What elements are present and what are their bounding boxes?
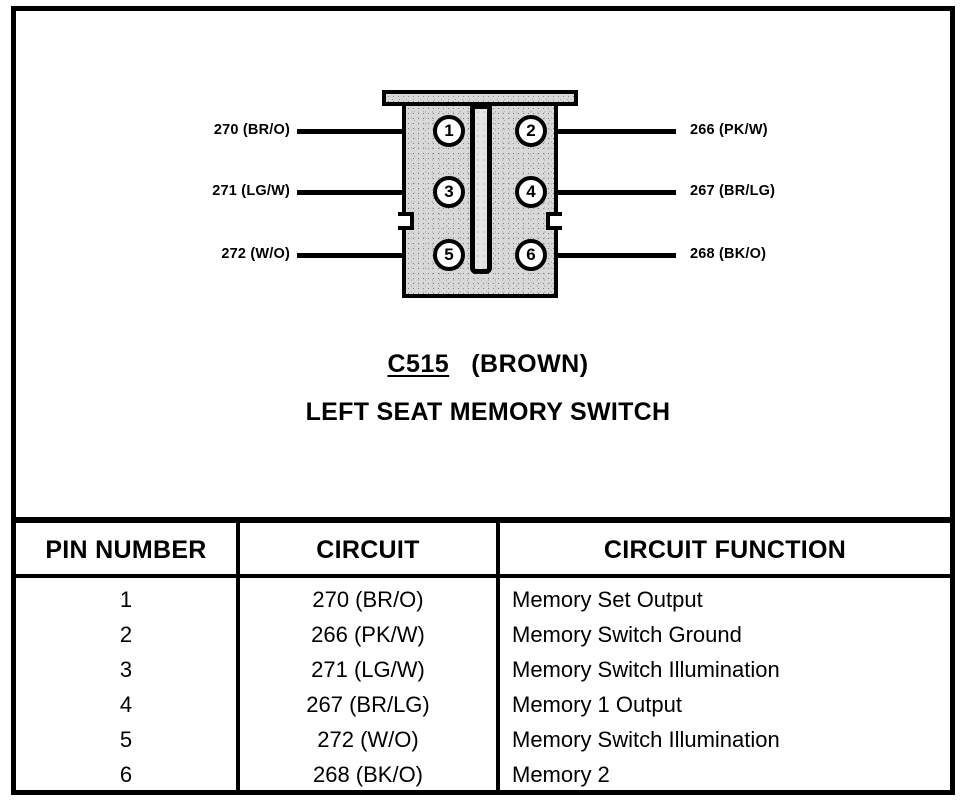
circuit-label-pin-2: 266 (PK/W) xyxy=(690,122,768,138)
table-row: 6 268 (BK/O) Memory 2 xyxy=(16,758,950,793)
circuit-label-pin-5: 272 (W/O) xyxy=(221,246,290,262)
table-row: 2 266 (PK/W) Memory Switch Ground xyxy=(16,618,950,653)
pin-circle-4: 4 xyxy=(515,176,547,208)
page-border xyxy=(11,6,955,795)
cell-pin-number: 5 xyxy=(119,727,133,752)
lead-wire-pin-5 xyxy=(297,253,427,258)
pin-circle-3: 3 xyxy=(433,176,465,208)
cell-circuit-function: Memory Set Output xyxy=(512,587,703,612)
table-header-pin-number: PIN NUMBER xyxy=(45,536,207,564)
connector-colour: (BROWN) xyxy=(471,350,589,378)
cell-circuit: 268 (BK/O) xyxy=(312,762,424,787)
circuit-label-pin-6: 268 (BK/O) xyxy=(690,246,767,262)
cell-pin-number: 3 xyxy=(119,657,133,682)
pin-circle-6: 6 xyxy=(515,239,547,271)
connector-keying-slot xyxy=(470,104,492,274)
connector-housing: 1 2 3 4 5 6 xyxy=(382,90,578,298)
cell-circuit: 267 (BR/LG) xyxy=(306,692,430,717)
pin-circle-2: 2 xyxy=(515,115,547,147)
table-row: 3 271 (LG/W) Memory Switch Illumination xyxy=(16,653,950,688)
cell-circuit: 270 (BR/O) xyxy=(312,587,424,612)
circuit-label-pin-3: 271 (LG/W) xyxy=(212,183,290,199)
cell-circuit: 272 (W/O) xyxy=(317,727,419,752)
cell-circuit: 271 (LG/W) xyxy=(311,657,425,682)
table-row: 1 270 (BR/O) Memory Set Output xyxy=(16,583,950,618)
table-header-circuit-function: CIRCUIT FUNCTION xyxy=(603,536,847,564)
connector-notch-left xyxy=(398,212,414,230)
connector-name: LEFT SEAT MEMORY SWITCH xyxy=(305,398,671,426)
table-header-circuit: CIRCUIT xyxy=(316,536,420,564)
cell-circuit-function: Memory 1 Output xyxy=(512,692,682,717)
lead-wire-pin-6 xyxy=(556,253,676,258)
cell-circuit-function: Memory Switch Illumination xyxy=(512,657,780,682)
circuit-label-pin-1: 270 (BR/O) xyxy=(213,122,290,138)
cell-pin-number: 6 xyxy=(119,762,133,787)
cell-circuit-function: Memory 2 xyxy=(512,762,610,787)
table-body: 1 270 (BR/O) Memory Set Output 2 266 (PK… xyxy=(16,583,950,793)
table-row: 4 267 (BR/LG) Memory 1 Output xyxy=(16,688,950,723)
cell-pin-number: 1 xyxy=(119,587,133,612)
lead-wire-pin-4 xyxy=(556,190,676,195)
connector-notch-right xyxy=(546,212,562,230)
lead-wire-pin-2 xyxy=(556,129,676,134)
pin-circle-1: 1 xyxy=(433,115,465,147)
circuit-label-pin-4: 267 (BR/LG) xyxy=(690,183,776,199)
table-column-divider-2 xyxy=(496,523,500,790)
table-column-divider-1 xyxy=(236,523,240,790)
cell-pin-number: 2 xyxy=(119,622,133,647)
table-row: 5 272 (W/O) Memory Switch Illumination xyxy=(16,723,950,758)
connector-caption: C515 (BROWN) xyxy=(0,350,976,379)
table-header-divider xyxy=(16,574,950,578)
connector-diagram: 270 (BR/O) 271 (LG/W) 272 (W/O) 266 (PK/… xyxy=(0,90,976,426)
pin-circle-5: 5 xyxy=(433,239,465,271)
lead-wire-pin-3 xyxy=(297,190,427,195)
lead-wire-pin-1 xyxy=(297,129,427,134)
connector-code: C515 xyxy=(387,350,450,378)
cell-pin-number: 4 xyxy=(119,692,133,717)
pin-table: PIN NUMBER CIRCUIT CIRCUIT FUNCTION 1 27… xyxy=(16,523,950,790)
cell-circuit-function: Memory Switch Ground xyxy=(512,622,742,647)
section-divider xyxy=(11,517,955,523)
cell-circuit-function: Memory Switch Illumination xyxy=(512,727,780,752)
cell-circuit: 266 (PK/W) xyxy=(311,622,425,647)
